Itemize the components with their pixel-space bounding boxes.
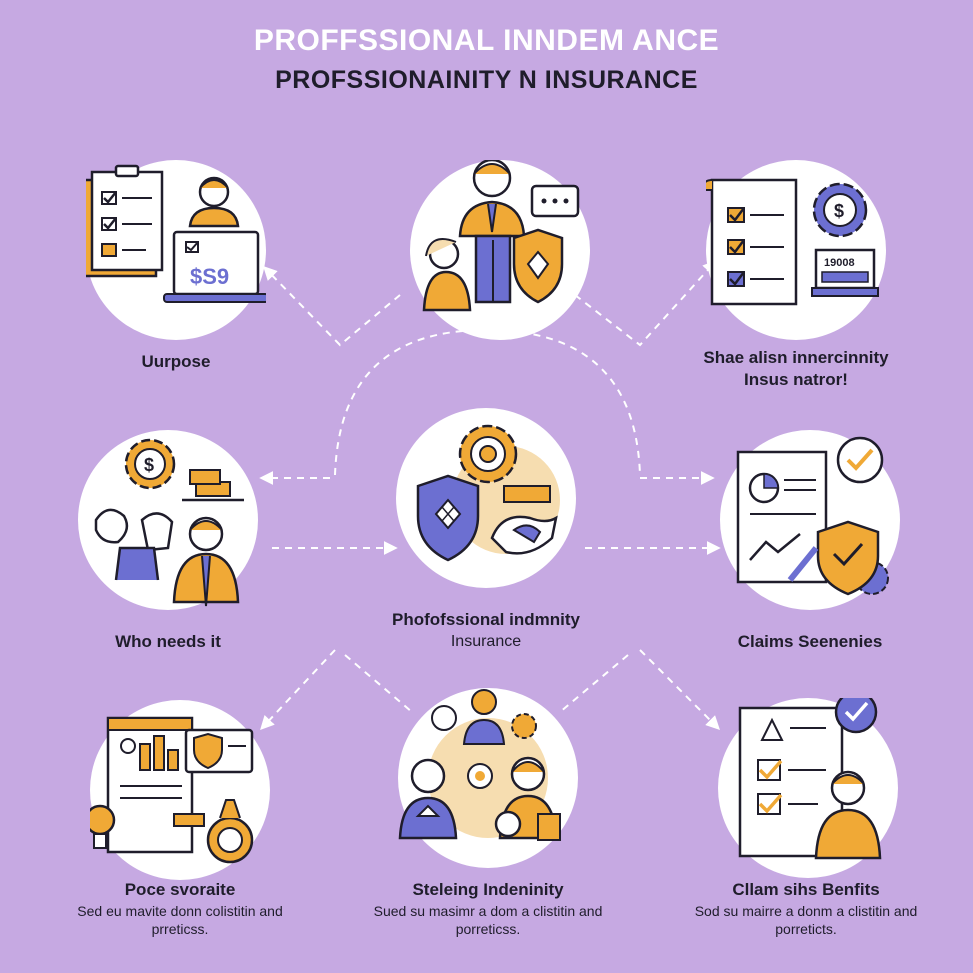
label-center-sub: Insurance	[450, 633, 522, 650]
label-poce: Poce svoraite Sed eu mavite donn colisti…	[50, 880, 310, 938]
label-poce-title: Poce svoraite	[124, 880, 236, 899]
coin-symbol: $	[834, 201, 844, 221]
page-subtitle: PROFSSIONAINITY N INSURANCE	[275, 66, 698, 94]
label-claims-title: Claims Seenenies	[737, 632, 883, 651]
report-shield-check-icon	[736, 436, 889, 596]
node-center	[396, 408, 576, 588]
gear-coin-symbol: $	[144, 455, 154, 475]
report-badge-bulb-icon	[90, 716, 254, 864]
people-shield-icon	[422, 160, 580, 312]
label-share-title: Shae alisn innercinnity	[703, 348, 889, 367]
label-purpose-title: Uurpose	[141, 352, 211, 371]
label-steleing-sub: Sued su masimr a dom a clistitin and por…	[373, 903, 603, 937]
label-share-sub: Insus natror!	[744, 370, 848, 389]
label-cllam-title: Cllam sihs Benfits	[732, 880, 880, 899]
shield-gear-hand-icon	[416, 424, 560, 562]
label-claims: Claims Seenenies	[690, 632, 930, 652]
label-center: Phofofssional indmnity Insurance	[356, 610, 616, 652]
node-share: $ 19008	[706, 160, 886, 340]
node-claims	[720, 430, 900, 610]
node-steleing	[398, 688, 578, 868]
label-purpose: Uurpose	[86, 352, 266, 372]
node-poce	[90, 700, 270, 880]
node-center-top	[410, 160, 590, 340]
node-purpose: $S9	[86, 160, 266, 340]
label-who: Who needs it	[58, 632, 278, 652]
label-cllam: Cllam sihs Benfits Sod su mairre a donm …	[676, 880, 936, 938]
label-who-title: Who needs it	[115, 632, 221, 651]
team-people-icon	[398, 689, 561, 841]
label-center-title: Phofofssional indmnity	[392, 610, 580, 629]
checklist-laptop-icon: $S9	[86, 164, 266, 303]
node-who: $	[78, 430, 258, 610]
label-cllam-sub: Sod su mairre a donm a clistitin and por…	[694, 903, 918, 937]
people-money-gear-icon: $	[94, 438, 244, 607]
document-gear-monitor-icon: $ 19008	[706, 178, 879, 306]
checklist-person-icon	[738, 698, 882, 860]
label-steleing-title: Steleing Indeninity	[412, 880, 564, 899]
label-steleing: Steleing Indeninity Sued su masimr a dom…	[358, 880, 618, 938]
label-poce-sub: Sed eu mavite donn colistitin and prreti…	[77, 903, 283, 937]
monitor-text: 19008	[824, 257, 855, 269]
node-cllam	[718, 698, 898, 878]
label-share: Shae alisn innercinnity Insus natror!	[676, 348, 916, 390]
laptop-text: $S9	[190, 264, 229, 289]
page-title: PROFFSSIONAL INNDEM ANCE	[253, 24, 720, 57]
